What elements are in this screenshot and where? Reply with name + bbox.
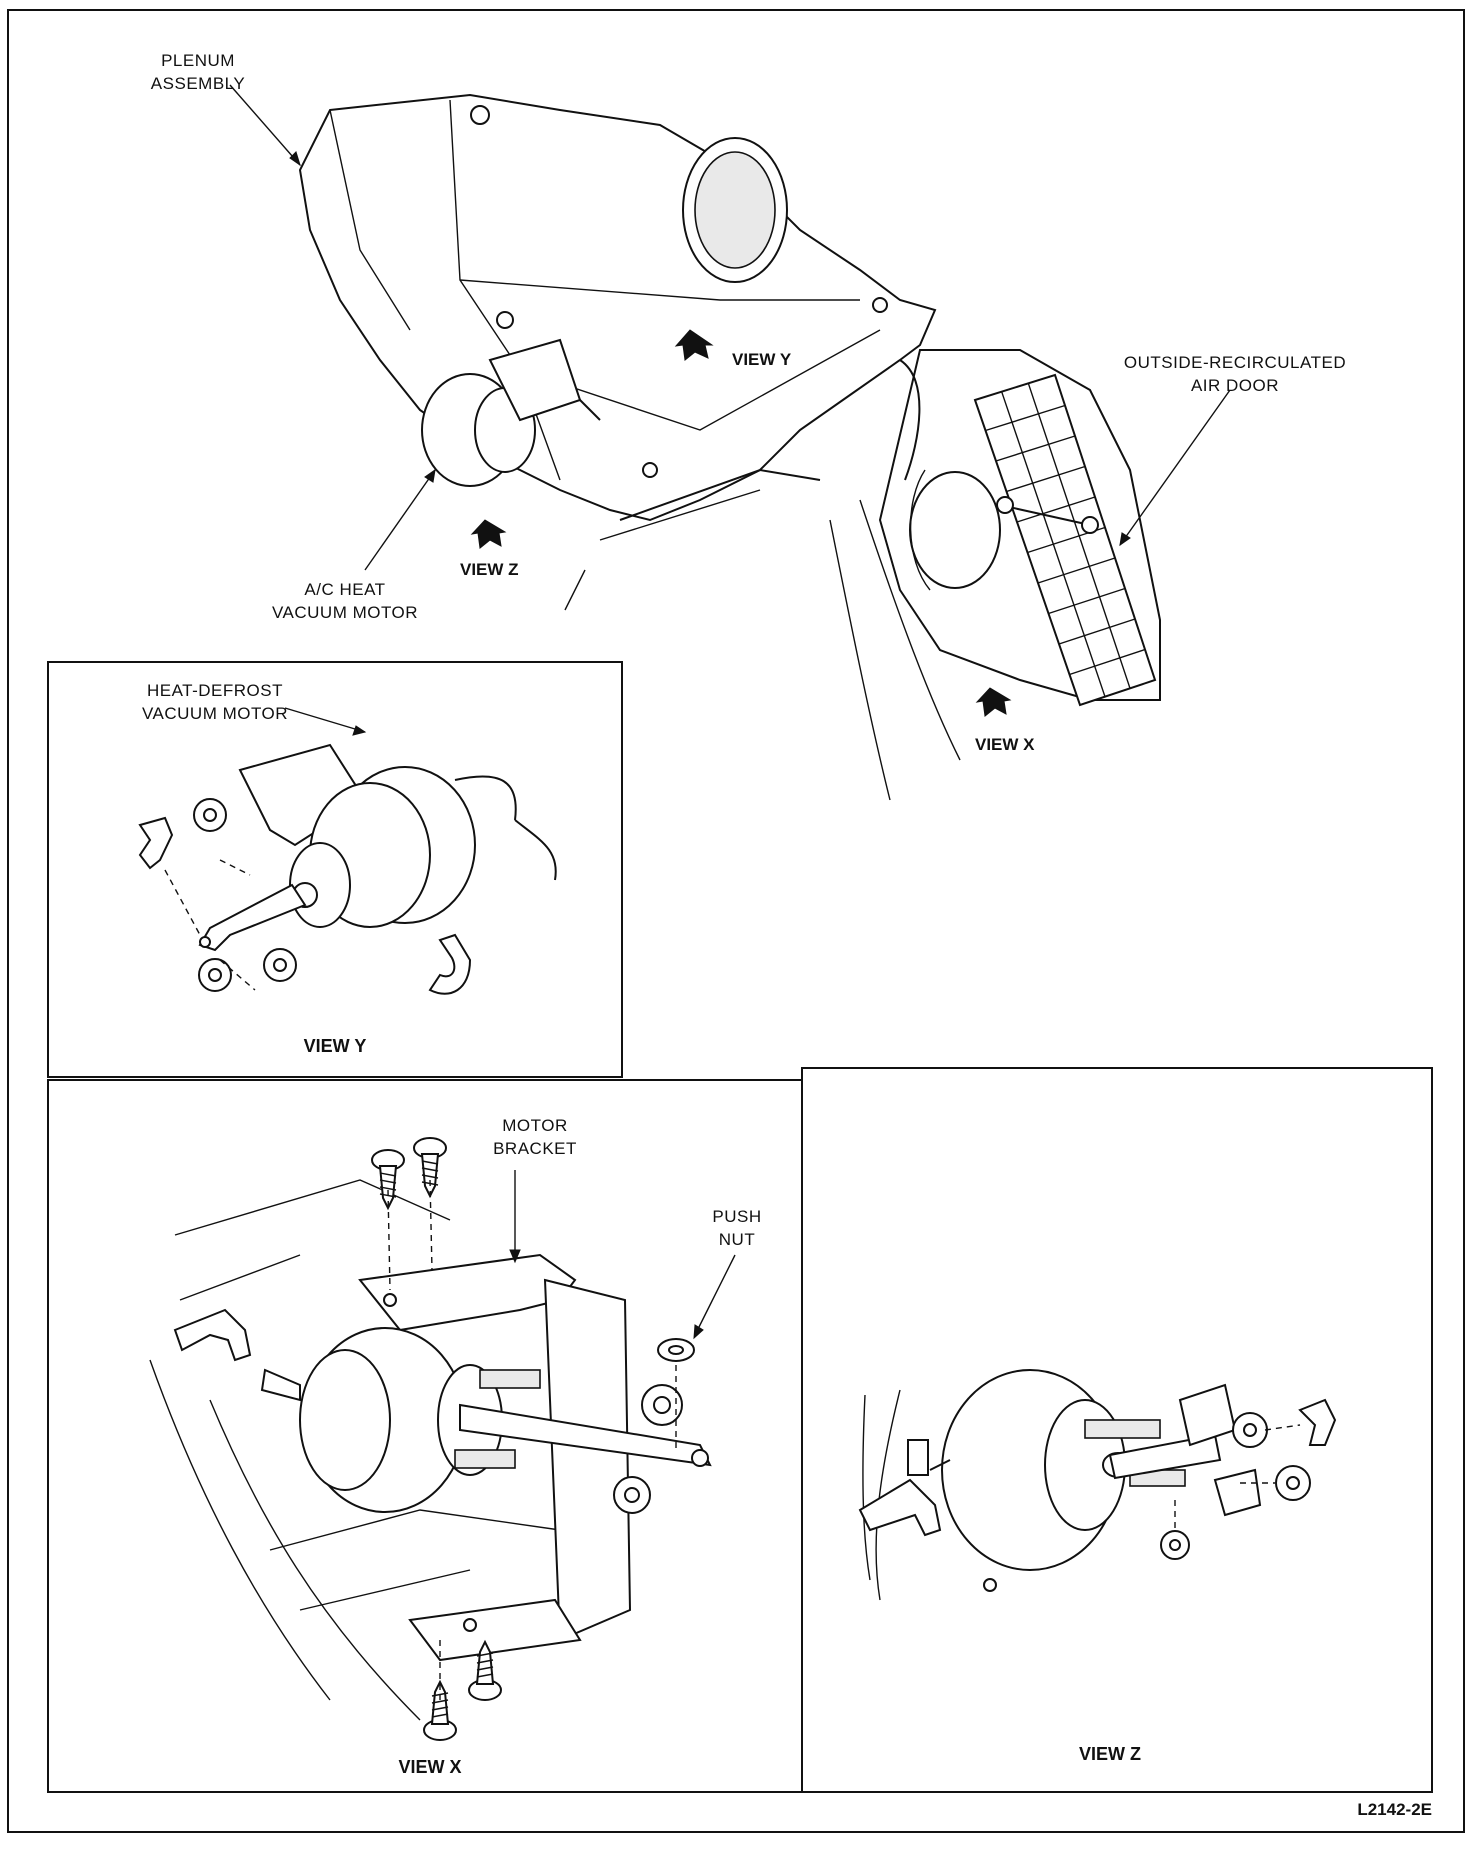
- ac-heat-label-1: A/C HEAT: [304, 580, 385, 599]
- air-door-label-2: AIR DOOR: [1191, 376, 1279, 395]
- view-y-arrow-icon: [674, 329, 714, 361]
- motor-bracket-label-2: BRACKET: [493, 1139, 577, 1158]
- figure-id: L2142-2E: [1357, 1800, 1432, 1819]
- ac-heat-label-2: VACUUM MOTOR: [272, 603, 418, 622]
- heat-defrost-label-2: VACUUM MOTOR: [142, 704, 288, 723]
- view-z-drawing: [858, 1369, 1337, 1601]
- view-x-arrow-icon: [975, 687, 1012, 717]
- outer-frame: [7, 9, 1465, 1833]
- ac-heat-leader: [364, 469, 436, 571]
- air-door-leader: [1119, 389, 1231, 546]
- air-door-label-1: OUTSIDE-RECIRCULATED: [1124, 353, 1346, 372]
- push-nut-label-1: PUSH: [712, 1207, 761, 1226]
- view-x-arrow-label: VIEW X: [975, 735, 1035, 754]
- plenum-label-1: PLENUM: [161, 51, 235, 70]
- air-door-drawing: [829, 349, 1161, 801]
- plenum-leader: [229, 84, 301, 166]
- heat-defrost-label-1: HEAT-DEFROST: [147, 681, 283, 700]
- view-x-caption: VIEW X: [398, 1757, 461, 1777]
- view-y-panel: [47, 661, 623, 1078]
- heat-defrost-leader: [284, 707, 366, 733]
- view-z-caption: VIEW Z: [1079, 1744, 1141, 1764]
- view-x-drawing: [149, 1137, 712, 1741]
- ac-heat-motor-drawing: [421, 338, 601, 487]
- view-z-arrow-icon: [470, 519, 507, 549]
- plenum-assembly-drawing: [298, 93, 937, 522]
- view-z-panel: [801, 1067, 1433, 1793]
- push-nut-leader: [694, 1254, 736, 1336]
- view-y-arrow-label: VIEW Y: [732, 350, 792, 369]
- plenum-label-2: ASSEMBLY: [151, 74, 245, 93]
- heat-defrost-motor-drawing: [138, 743, 557, 995]
- push-nut-label-2: NUT: [719, 1230, 755, 1249]
- view-y-caption: VIEW Y: [304, 1036, 367, 1056]
- motor-bracket-label-1: MOTOR: [502, 1116, 567, 1135]
- view-z-arrow-label: VIEW Z: [460, 560, 519, 579]
